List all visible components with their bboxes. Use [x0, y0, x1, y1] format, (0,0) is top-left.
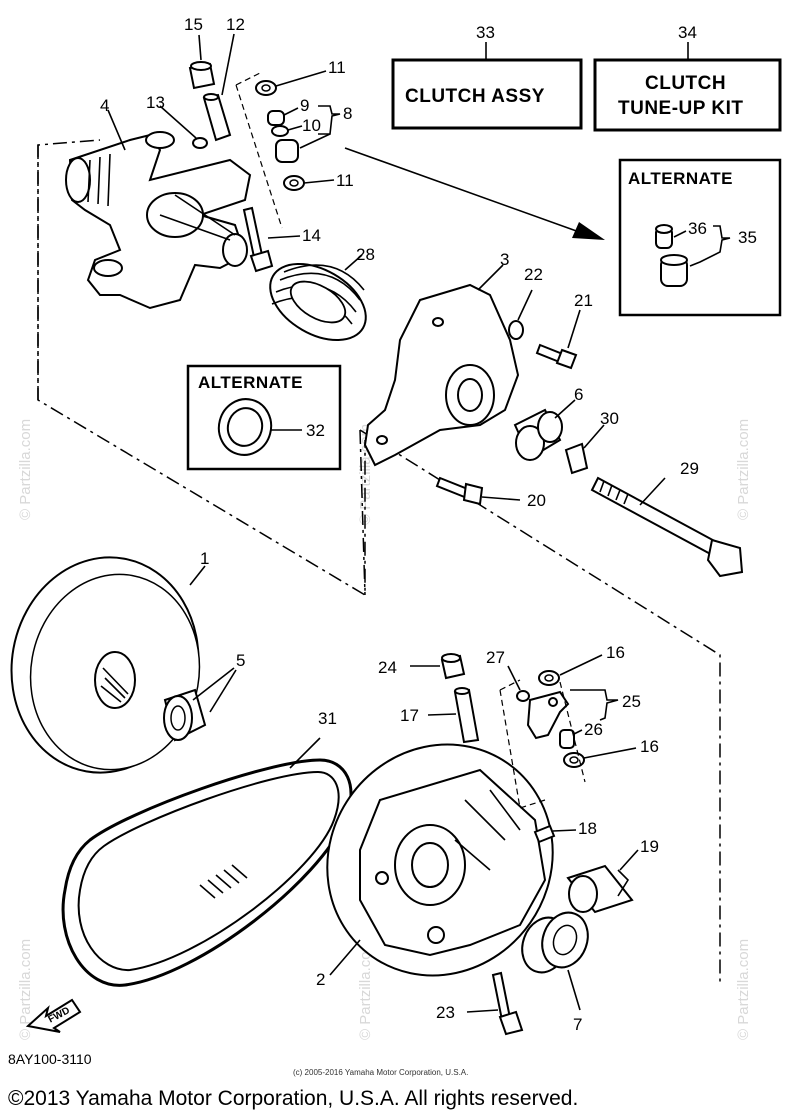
callout-34: 34 [678, 23, 697, 42]
part-7[interactable] [515, 906, 595, 979]
part-25[interactable] [526, 690, 570, 740]
part-13[interactable] [192, 137, 208, 149]
part-11-top[interactable] [255, 80, 277, 96]
callout-31: 31 [318, 709, 337, 728]
diagram-code: 8AY100-3110 [8, 1051, 92, 1067]
callout-16: 16 [640, 737, 659, 756]
callout-21: 21 [574, 291, 593, 310]
callout-24: 24 [378, 658, 397, 677]
callout-22: 22 [524, 265, 543, 284]
callout-25: 25 [622, 692, 641, 711]
tune-up-arrow [344, 147, 605, 240]
part-16-top[interactable] [538, 670, 560, 686]
tune-up-kit-box[interactable]: 34 CLUTCH TUNE-UP KIT [593, 23, 782, 132]
part-36[interactable] [655, 224, 673, 249]
callout-16: 16 [606, 643, 625, 662]
part-29[interactable] [590, 476, 744, 578]
callout-28: 28 [356, 245, 375, 264]
part-23[interactable] [491, 971, 524, 1036]
part-35[interactable] [660, 254, 688, 287]
part-24[interactable] [440, 653, 466, 680]
clutch-assy-box[interactable]: 33 CLUTCH ASSY [391, 23, 583, 130]
watermark: © Partzilla.com [17, 939, 34, 1040]
part-17[interactable] [453, 687, 480, 744]
alternate-label: ALTERNATE [198, 373, 303, 392]
callout-1: 1 [200, 549, 209, 568]
watermark: © Partzilla.com [735, 419, 752, 520]
callout-36: 36 [688, 219, 707, 238]
clutch-assy-label: CLUTCH ASSY [405, 86, 545, 107]
alternate-box-left: ALTERNATE 32 [186, 364, 342, 471]
callout-20: 20 [527, 491, 546, 510]
part-31-belt[interactable] [61, 758, 353, 987]
part-3-cover[interactable] [363, 283, 520, 467]
part-28-spring[interactable] [257, 248, 379, 355]
callout-5: 5 [236, 651, 245, 670]
alternate-label: ALTERNATE [628, 169, 733, 188]
part-8[interactable] [275, 139, 299, 163]
part-6[interactable] [513, 408, 563, 461]
part-26[interactable] [559, 729, 575, 749]
part-27[interactable] [516, 690, 530, 702]
callout-33: 33 [476, 23, 495, 42]
part-2-housing[interactable] [282, 700, 598, 1020]
callout-17: 17 [400, 706, 419, 725]
part-12[interactable] [202, 93, 232, 142]
watermarks: © Partzilla.com © Partzilla.com © Partzi… [17, 419, 752, 1040]
part-15[interactable] [188, 61, 216, 90]
watermark: © Partzilla.com [17, 419, 34, 520]
small-copyright: (c) 2005-2016 Yamaha Motor Corporation, … [293, 1068, 468, 1077]
part-32[interactable] [213, 393, 278, 461]
callout-2: 2 [316, 970, 325, 989]
part-4-spider[interactable] [65, 131, 252, 310]
part-11-bottom[interactable] [283, 175, 305, 191]
callout-12: 12 [226, 15, 245, 34]
part-9[interactable] [267, 110, 285, 126]
callout-10: 10 [302, 116, 321, 135]
callout-11: 11 [328, 58, 346, 77]
part-19[interactable] [566, 864, 634, 914]
callout-15: 15 [184, 15, 203, 34]
part-14[interactable] [242, 206, 274, 273]
part-10[interactable] [271, 125, 289, 137]
part-5[interactable] [163, 688, 207, 742]
callout-14: 14 [302, 226, 321, 245]
callout-13: 13 [146, 93, 165, 112]
callout-19: 19 [640, 837, 659, 856]
watermark: © Partzilla.com [735, 939, 752, 1040]
callout-9: 9 [300, 96, 309, 115]
callout-7: 7 [573, 1015, 582, 1034]
alternate-box-top: ALTERNATE 36 35 [618, 158, 782, 317]
callout-29: 29 [680, 459, 699, 478]
tune-up-kit-label-line2: TUNE-UP KIT [618, 98, 743, 119]
part-22[interactable] [508, 320, 524, 340]
callout-6: 6 [574, 385, 583, 404]
part-21[interactable] [535, 343, 578, 370]
part-18[interactable] [533, 824, 556, 844]
callout-35: 35 [738, 228, 757, 247]
callout-23: 23 [436, 1003, 455, 1022]
callout-32: 32 [306, 421, 325, 440]
part-16-bottom[interactable] [563, 752, 585, 768]
callout-26: 26 [584, 720, 603, 739]
part-30[interactable] [564, 442, 589, 475]
part-1-sheave[interactable] [0, 542, 215, 787]
watermark: © Partzilla.com [357, 939, 374, 1040]
callout-3: 3 [500, 250, 509, 269]
callout-8: 8 [343, 104, 352, 123]
footer-copyright: ©2013 Yamaha Motor Corporation, U.S.A. A… [8, 1087, 578, 1110]
callout-4: 4 [100, 96, 109, 115]
callout-11: 11 [336, 171, 354, 190]
callout-27: 27 [486, 648, 505, 667]
fwd-arrow-icon: FWD [25, 998, 82, 1033]
callout-18: 18 [578, 819, 597, 838]
part-20[interactable] [435, 476, 484, 506]
tune-up-kit-label-line1: CLUTCH [645, 73, 726, 94]
callout-30: 30 [600, 409, 619, 428]
